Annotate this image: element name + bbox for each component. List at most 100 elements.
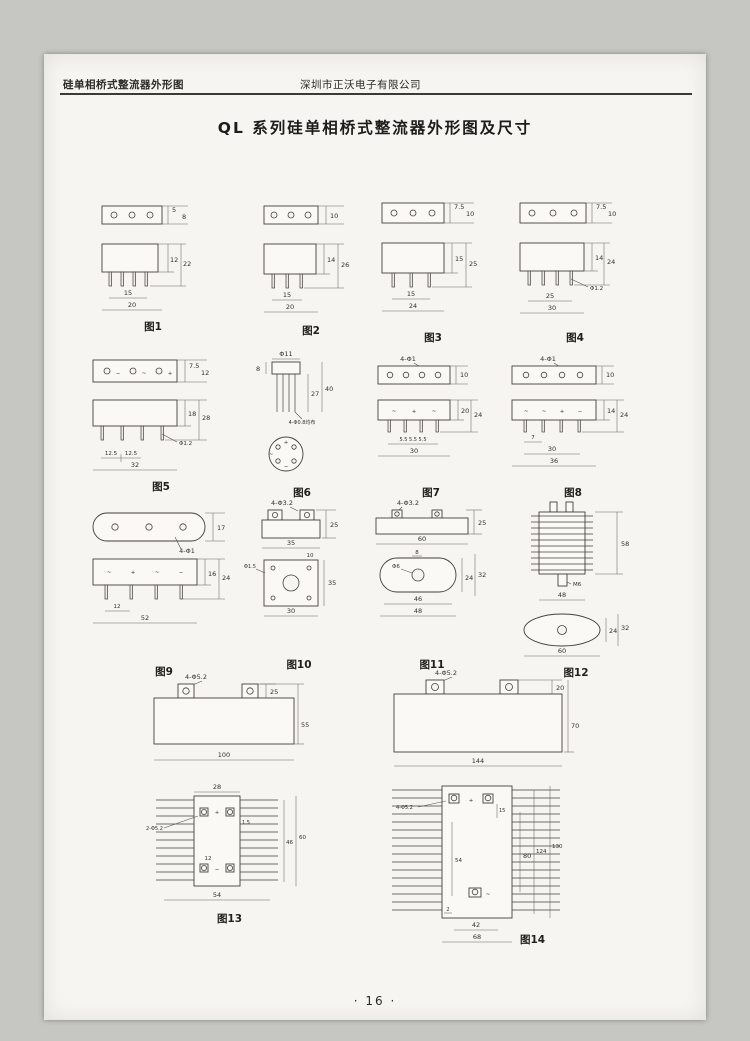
dim-label: 15	[499, 808, 505, 814]
polarity-mark: ~	[155, 570, 160, 576]
figure-4: 7.5 10 14 24 Φ1.2 25 30 图4	[508, 193, 642, 345]
dim-label: 10	[608, 210, 616, 218]
dim-label: 4-Φ5.2	[435, 669, 457, 677]
dim-label: 46	[414, 595, 422, 603]
dim-label: 5.5 5.5 5.5	[399, 437, 426, 443]
dim-label: 26	[341, 261, 349, 269]
dim-label: 14	[607, 407, 615, 415]
dim-label: 20	[128, 301, 136, 309]
dim-label: 10	[460, 371, 468, 379]
figure-13-top-drawing: 4-Φ5.2 25 55 100	[153, 673, 309, 761]
dim-label: 17	[217, 524, 225, 532]
dim-label: 24	[620, 411, 628, 419]
dim-label: 4-Φ3.2	[271, 499, 293, 507]
figure-2: 10 14 26 15 20 图2	[252, 196, 370, 338]
polarity-mark: +	[412, 409, 417, 415]
dim-label: 24	[409, 302, 417, 310]
dim-label: 12	[170, 256, 178, 264]
dim-label: 1.5	[242, 820, 250, 826]
dim-label: 24	[609, 627, 617, 635]
dim-label: 22	[183, 260, 191, 268]
figure-13-heatsink-view: 28 + − 2-Φ5.2 1.5 12 46 60 54 图13	[142, 780, 317, 926]
figure-caption: 图9	[155, 666, 173, 678]
dim-label: 14	[595, 254, 603, 262]
polarity-mark: +	[168, 371, 173, 377]
figure-3-drawing: 7.5 10 15 25 15 24	[381, 202, 477, 312]
dim-label: 48	[558, 591, 566, 599]
header-doc-title: 硅单相桥式整流器外形图	[63, 79, 184, 91]
figure-8: 4-Φ1 10 ~ ~ + − 14 24 7 30 36 图8	[502, 352, 644, 500]
dim-label: 25	[469, 260, 477, 268]
figure-11-drawing: 4-Φ3.2 25 60 8 Φ6 24 32 46 48	[375, 499, 486, 617]
figure-14-top-view: 4-Φ5.2 20 70 144	[382, 666, 587, 780]
dim-label: 54	[455, 858, 462, 864]
dim-label: Φ1.2	[590, 286, 603, 292]
figure-12: 58 M6 48 24 32 60 图12	[505, 496, 647, 680]
polarity-mark: +	[215, 810, 220, 816]
figure-caption: 图13	[216, 913, 243, 925]
dim-label: 70	[571, 722, 579, 730]
dim-label: 16	[208, 570, 216, 578]
dim-label: 48	[414, 607, 422, 615]
dim-label: 27	[311, 390, 319, 398]
dim-label: 46	[286, 840, 293, 846]
polarity-mark: +	[131, 570, 136, 576]
page-title: QL 系列硅单相桥式整流器外形图及尺寸	[217, 119, 533, 137]
dim-label: 24	[465, 574, 473, 582]
dim-label: 20	[286, 303, 294, 311]
dim-label: 10	[330, 212, 338, 220]
dim-label: 10	[606, 371, 614, 379]
dim-label: 60	[299, 835, 306, 841]
dim-label: 20	[556, 684, 564, 692]
dim-label: 7.5	[454, 203, 464, 211]
dim-label: 32	[621, 624, 629, 632]
dim-label: 4-Φ5.2	[396, 805, 413, 811]
dim-label: 4-Φ5.2	[185, 673, 207, 681]
figure-5-drawing: − ~ + 7.5 12 Φ1.2 18 28 12.5 12.5 32	[92, 359, 210, 471]
dim-label: 8	[256, 365, 260, 373]
dim-label: 4-Φ0.8均布	[289, 419, 316, 426]
dim-label: 5	[172, 206, 176, 214]
polarity-mark: ~	[142, 371, 147, 377]
dim-label: 12.5	[125, 451, 138, 457]
dim-label: 40	[325, 385, 333, 393]
dim-label: 2	[446, 907, 449, 913]
dim-label: 124	[536, 849, 547, 855]
dim-label: 144	[472, 757, 484, 765]
polarity-mark: +	[469, 798, 474, 804]
dim-label: 68	[473, 933, 481, 941]
dim-label: 32	[131, 461, 139, 469]
polarity-mark: ~	[524, 409, 529, 415]
figure-caption: 图6	[293, 487, 311, 499]
dim-label: 42	[472, 921, 480, 929]
figure-caption: 图2	[302, 325, 320, 337]
figure-3: 7.5 10 15 25 15 24 图3	[372, 193, 494, 345]
dim-label: Φ6	[392, 564, 400, 570]
figure-4-drawing: 7.5 10 14 24 Φ1.2 25 30	[519, 202, 616, 314]
dim-label: 25	[478, 519, 486, 527]
dim-label: 36	[550, 457, 558, 465]
dim-label: 30	[410, 447, 418, 455]
dim-label: 4-Φ1	[540, 355, 556, 363]
figure-caption: 图1	[144, 321, 162, 333]
polarity-mark: +	[284, 440, 289, 446]
dim-label: 58	[621, 540, 629, 548]
figure-13-heatsink-drawing: 28 + − 2-Φ5.2 1.5 12 46 60 54	[146, 783, 306, 901]
dim-label: 24	[222, 574, 230, 582]
dim-label: 12	[114, 604, 121, 610]
polarity-mark: −	[578, 409, 583, 415]
dim-label: 12.5	[105, 451, 118, 457]
figure-caption: 图3	[424, 332, 442, 344]
polarity-mark: ~	[542, 409, 547, 415]
polarity-mark: ~	[392, 409, 397, 415]
dim-label: 12	[205, 856, 212, 862]
dim-label: 4-Φ3.2	[397, 499, 419, 507]
figure-caption: 图12	[563, 667, 589, 679]
polarity-mark: ~	[432, 409, 437, 415]
dim-label: 18	[188, 410, 196, 418]
figure-caption: 图7	[422, 487, 440, 499]
dim-label: 10	[307, 553, 314, 559]
polarity-mark: ~	[486, 892, 491, 898]
dim-label: 60	[558, 647, 566, 655]
figure-caption: 图11	[419, 659, 445, 671]
